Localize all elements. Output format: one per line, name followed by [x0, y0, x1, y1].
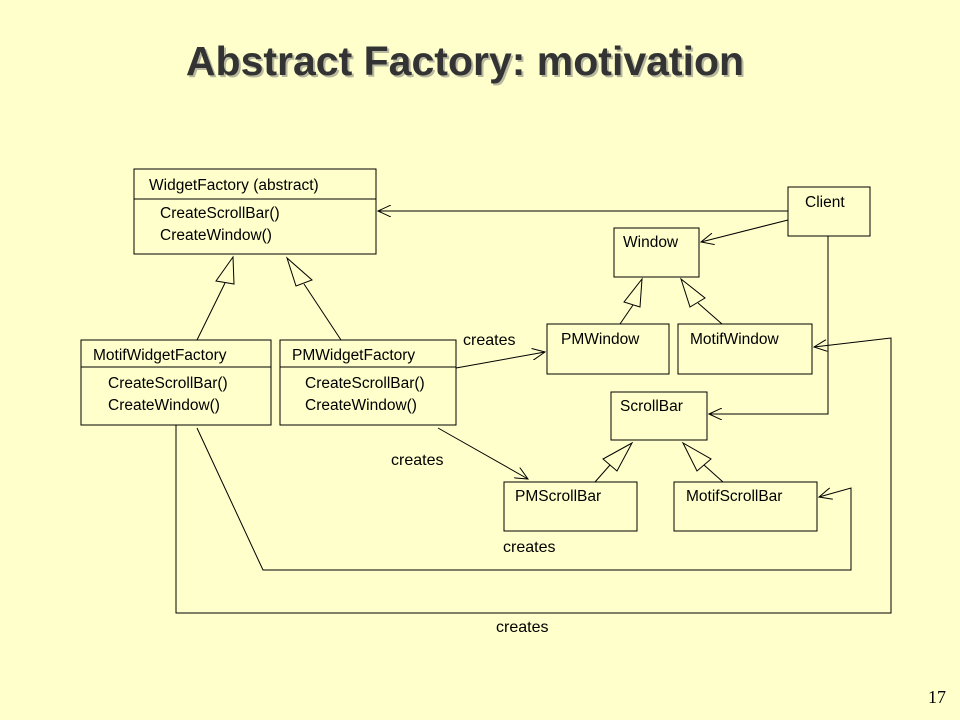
- creates-label-motif-scroll-bar: creates: [503, 539, 555, 556]
- client-name: Client: [805, 194, 845, 211]
- inheritance-pm-widget-factory: [285, 256, 342, 341]
- client-class: Client: [787, 186, 871, 237]
- widget-factory-class: WidgetFactory (abstract) CreateScrollBar…: [133, 168, 377, 255]
- motif-factory-creates-motif-scroll-bar: [196, 427, 852, 571]
- pm-window-class: PMWindow: [546, 323, 670, 375]
- slide-title: Abstract Factory: motivation: [185, 38, 745, 84]
- pm-widget-factory-class: PMWidgetFactory CreateScrollBar() Create…: [279, 339, 457, 426]
- inheritance-motif-window: [680, 277, 723, 325]
- creates-label-pm-scroll-bar: creates: [391, 452, 443, 469]
- inheritance-motif-widget-factory: [196, 255, 235, 341]
- widget-factory-method-1: CreateScrollBar(): [160, 205, 280, 222]
- pm-widget-factory-method-2: CreateWindow(): [305, 397, 417, 414]
- scroll-bar-name: ScrollBar: [620, 398, 683, 415]
- window-class: Window: [613, 227, 700, 278]
- pm-scroll-bar-class: PMScrollBar: [503, 481, 638, 532]
- inheritance-pm-scroll-bar: [594, 441, 634, 483]
- widget-factory-method-2: CreateWindow(): [160, 227, 272, 244]
- motif-widget-factory-method-2: CreateWindow(): [108, 397, 220, 414]
- motif-scroll-bar-name: MotifScrollBar: [686, 488, 782, 505]
- client-to-scroll-bar: [709, 236, 829, 414]
- window-name: Window: [623, 234, 679, 251]
- pm-factory-creates-pm-scroll-bar: [437, 427, 528, 479]
- inheritance-pm-window: [619, 277, 643, 325]
- creates-label-pm-window: creates: [463, 332, 515, 349]
- scroll-bar-class: ScrollBar: [610, 391, 708, 441]
- client-to-window: [701, 219, 789, 242]
- motif-widget-factory-name: MotifWidgetFactory: [93, 347, 227, 364]
- motif-widget-factory-method-1: CreateScrollBar(): [108, 375, 228, 392]
- motif-scroll-bar-class: MotifScrollBar: [673, 481, 818, 532]
- pm-window-name: PMWindow: [561, 331, 640, 348]
- pm-widget-factory-name: PMWidgetFactory: [292, 347, 415, 364]
- creates-label-motif-window: creates: [496, 619, 548, 636]
- pm-scroll-bar-name: PMScrollBar: [515, 488, 601, 505]
- page-number: 17: [928, 687, 946, 707]
- motif-window-class: MotifWindow: [677, 323, 813, 375]
- pm-widget-factory-method-1: CreateScrollBar(): [305, 375, 425, 392]
- motif-factory-creates-motif-window: [175, 337, 892, 614]
- motif-window-name: MotifWindow: [690, 331, 780, 348]
- pm-factory-creates-pm-window: [455, 352, 545, 369]
- inheritance-motif-scroll-bar: [681, 441, 724, 483]
- motif-widget-factory-class: MotifWidgetFactory CreateScrollBar() Cre…: [80, 339, 272, 426]
- widget-factory-name: WidgetFactory (abstract): [149, 177, 319, 194]
